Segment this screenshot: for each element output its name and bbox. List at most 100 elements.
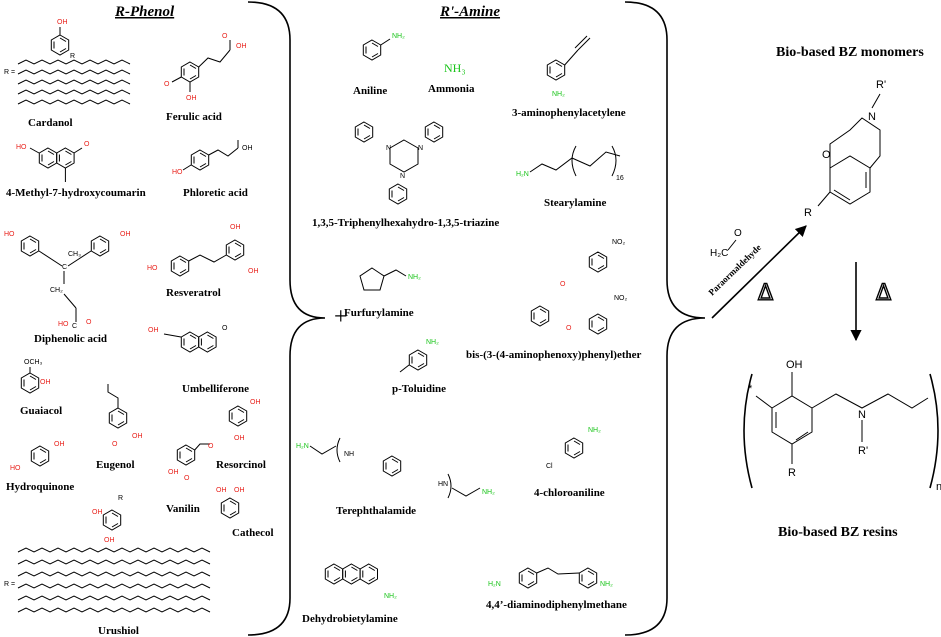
svg-text:C: C [62,264,67,271]
benzoxazine-monomer-structure: O N R' R [804,79,886,219]
svg-text:OH: OH [786,359,803,371]
svg-text:OH: OH [168,469,179,476]
svg-text:16: 16 [616,175,624,182]
svg-text:HO: HO [4,231,15,238]
compound-label-methyl-hydroxycoumarin: 4-Methyl-7-hydroxycoumarin [6,187,146,199]
svg-text:O: O [164,81,170,88]
svg-text:OH: OH [40,379,51,386]
compound-label-aminophenoxy-ether: bis-(3-(4-aminophenoxy)phenyl)ether [466,349,642,361]
svg-text:HO: HO [16,144,27,151]
compound-label-toluidine: p-Toluidine [392,383,446,395]
compound-label-terephthalamide: Terephthalamide [336,505,416,517]
dehydrobietylamine-structure: NH₂ [324,563,397,600]
svg-text:R': R' [876,79,886,91]
eugenol-structure: O OH [107,384,143,448]
svg-text:NH₂: NH₂ [588,427,601,434]
compound-label-urushiol: Urushiol [98,625,139,637]
svg-text:O: O [84,141,90,148]
triazine-structure: N N N [354,121,444,205]
compound-label-umbelliferone: Umbelliferone [182,383,249,395]
svg-text:OH: OH [132,433,143,440]
heat-symbol-right: Δ [876,281,891,306]
svg-text:OH: OH [248,268,259,275]
reaction-arrow [711,225,807,319]
svg-text:N: N [400,173,405,180]
vanilin-structure: O OH O [168,443,214,482]
hydroquinone-structure: HO OH [10,441,65,472]
furfurylamine-structure: N NH₂ [359,267,421,291]
svg-text:OH: OH [104,537,115,544]
svg-text:N: N [858,409,866,421]
svg-text:OCH₃: OCH₃ [24,359,43,366]
diphenolic-acid-structure: HO OH C CH₃ CH₂ C HO O [4,231,131,330]
cathecol-structure: OH OH [216,487,245,519]
svg-text:R: R [70,53,75,60]
svg-text:O: O [184,475,190,482]
cardanol-structure: OH R R = [4,19,131,105]
plus-sign: + [334,304,348,330]
amine-panel: R'-Amine NH₂ Aniline NH₃ Ammonia NH₂ 3-a… [296,4,642,625]
umbelliferone-structure: OH O [148,325,228,353]
svg-text:R: R [788,467,796,479]
svg-text:n: n [936,481,941,493]
resveratrol-structure: HO OH OH [147,224,259,277]
svg-text:OH: OH [236,43,247,50]
compound-label-furfurylamine: Furfurylamine [344,307,414,319]
svg-text:O: O [112,441,118,448]
svg-text:NH₂: NH₂ [426,339,439,346]
compound-label-resveratrol: Resveratrol [166,287,221,299]
ammonia-formula: NH₃ [444,61,466,75]
svg-text:CH₂: CH₂ [50,287,63,294]
compound-label-vanilin: Vanilin [166,503,200,515]
svg-text:C: C [72,323,77,330]
svg-text:OH: OH [148,327,159,334]
compound-label-ferulic-acid: Ferulic acid [166,111,222,123]
svg-text:NH₂: NH₂ [408,274,421,281]
svg-text:NH₂: NH₂ [552,91,565,98]
aminophenoxy-ether-structure: NO₂ NO₂ O O [530,239,628,335]
svg-text:O: O [222,33,228,40]
resin-title: Bio-based BZ resins [778,525,898,540]
compound-label-aniline: Aniline [353,85,387,97]
svg-text:H₂N: H₂N [488,581,501,588]
svg-text:OH: OH [216,487,227,494]
svg-text:HO: HO [147,265,158,272]
urushiol-structure: OH OH R R = [4,495,211,613]
phenol-panel: R-Phenol OH R R = Cardanol O OH O OH [4,4,274,637]
compound-label-hydroquinone: Hydroquinone [6,481,74,493]
svg-text:NH: NH [344,451,354,458]
svg-text:OH: OH [234,435,245,442]
compound-label-cathecol: Cathecol [232,527,274,539]
svg-text:NO₂: NO₂ [614,295,628,302]
polybenzoxazine-structure: OH * N R' R n [743,359,941,493]
svg-text:O: O [222,325,228,332]
svg-text:NH₂: NH₂ [384,593,397,600]
svg-text:NO₂: NO₂ [612,239,626,246]
svg-text:O: O [822,149,831,161]
svg-text:H₂N: H₂N [296,443,309,450]
phenol-panel-title: R-Phenol [114,4,175,20]
compound-label-diphenolic-acid: Diphenolic acid [34,333,107,345]
svg-text:O: O [208,443,214,450]
aniline-structure: NH₂ [362,33,405,61]
stearylamine-structure: H₂N 16 [516,145,624,182]
svg-text:O: O [566,325,572,332]
svg-text:H₂N: H₂N [516,171,529,178]
phloretic-acid-structure: HO OH [172,140,253,176]
compound-label-resorcinol: Resorcinol [216,459,266,471]
svg-text:OH: OH [186,95,197,102]
svg-text:O: O [734,228,742,239]
compound-label-cardanol: Cardanol [28,117,73,129]
compound-label-eugenol: Eugenol [96,459,135,471]
amine-panel-title: R'-Amine [439,4,500,20]
svg-text:HN: HN [438,481,448,488]
compound-label-stearylamine: Stearylamine [544,197,606,209]
compound-label-diaminodiphenylmethane: 4,4’-diaminodiphenylmethane [486,599,627,611]
svg-text:R: R [804,207,812,219]
right-brace [624,1,706,636]
svg-text:OH: OH [54,441,65,448]
svg-text:OH: OH [230,224,241,231]
svg-text:OH: OH [57,19,68,26]
svg-text:*: * [748,383,753,395]
